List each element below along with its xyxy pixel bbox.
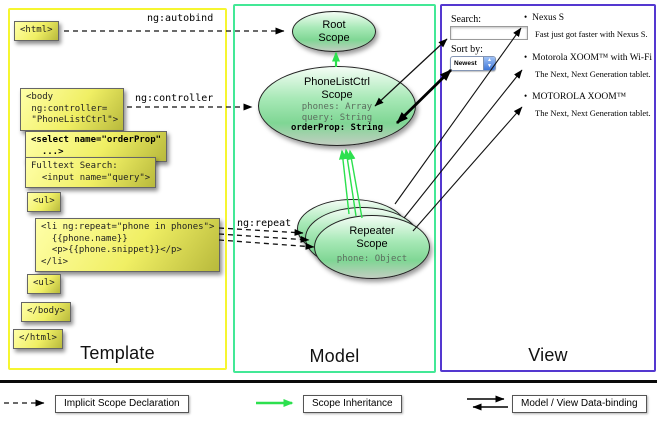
view-panel-label: View xyxy=(528,345,568,365)
repeater-scope-prop: phone: Object xyxy=(336,254,408,264)
code-li-repeat: <li ng:repeat="phone in phones"> {{phone… xyxy=(35,218,221,272)
sort-dropdown[interactable]: Newest ▲▼ xyxy=(450,56,496,71)
search-label: Search: xyxy=(451,14,481,25)
legend-separator xyxy=(0,380,657,383)
phone-snippet: Fast just got faster with Nexus S. xyxy=(535,29,648,39)
legend-scope-inheritance: Scope Inheritance xyxy=(303,395,402,413)
code-html-open: <html> xyxy=(14,21,59,41)
code-body-open: <body ng:controller= "PhoneListCtrl"> xyxy=(20,88,125,131)
code-body-close: </body> xyxy=(21,302,71,322)
list-item: • MOTOROLA XOOM™ The Next, Next Generatio… xyxy=(524,91,656,118)
repeater-scope-title: Repeater Scope xyxy=(349,225,395,250)
legend-implicit-scope-declaration: Implicit Scope Declaration xyxy=(55,395,189,413)
repeater-scope-ellipse-front: Repeater Scope phone: Object xyxy=(314,215,430,279)
bullet-icon: • xyxy=(524,91,528,101)
phonelistctrl-scope-orderprop: orderProp: String xyxy=(290,123,384,133)
code-select: <select name="orderProp" ...> xyxy=(25,131,168,162)
phone-snippet: The Next, Next Generation tablet. xyxy=(535,69,651,79)
code-ul-first: <ul> xyxy=(27,192,61,212)
root-scope-ellipse: Root Scope xyxy=(292,11,376,52)
sort-by-label: Sort by: xyxy=(451,44,483,55)
phone-snippet: The Next, Next Generation tablet. xyxy=(535,108,651,118)
code-fulltext-search: Fulltext Search: <input name="query"> xyxy=(25,157,157,188)
legend-model-view-data-binding: Model / View Data-binding xyxy=(512,395,647,413)
sort-dropdown-value: Newest xyxy=(454,60,477,67)
bullet-icon: • xyxy=(524,12,528,22)
ng-repeat-label: ng:repeat xyxy=(237,218,292,229)
code-html-close: </html> xyxy=(13,329,63,349)
ng-controller-label: ng:controller xyxy=(135,93,214,104)
code-ul-second: <ul> xyxy=(27,274,61,294)
template-panel-label: Template xyxy=(80,343,155,363)
list-item: • Nexus S Fast just got faster with Nexus… xyxy=(524,12,656,39)
phone-name: Nexus S xyxy=(532,13,565,23)
phonelistctrl-scope-ellipse: PhoneListCtrl Scope phones: Array query:… xyxy=(258,66,416,146)
phone-name: Motorola XOOM™ with Wi-Fi xyxy=(532,53,653,63)
phonelistctrl-scope-title: PhoneListCtrl Scope xyxy=(303,76,371,101)
root-scope-title: Root Scope xyxy=(318,18,350,44)
list-item: • Motorola XOOM™ with Wi-Fi The Next, Nex… xyxy=(524,52,656,79)
search-input[interactable] xyxy=(450,26,528,40)
phonelistctrl-scope-props: phones: Array query: String xyxy=(301,102,373,123)
bullet-icon: • xyxy=(524,52,528,62)
model-panel-label: Model xyxy=(309,346,360,366)
model-panel: Model xyxy=(233,4,436,373)
dropdown-stepper-icon: ▲▼ xyxy=(483,57,495,70)
ng-autobind-label: ng:autobind xyxy=(147,13,214,24)
phone-name: MOTOROLA XOOM™ xyxy=(532,92,627,102)
